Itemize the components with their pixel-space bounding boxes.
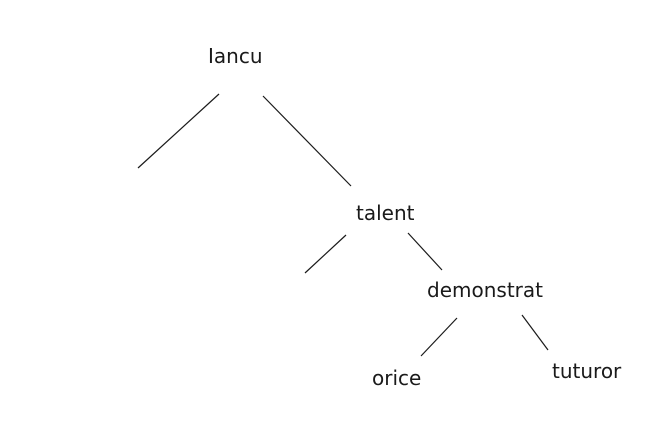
edge-demonstrat-tuturor xyxy=(521,314,549,351)
edge-demonstrat-orice xyxy=(420,317,458,357)
edge-root-left-empty xyxy=(137,93,220,169)
node-iancu: Iancu xyxy=(208,44,263,68)
node-demonstrat: demonstrat xyxy=(427,278,543,302)
edge-talent-left-empty xyxy=(304,234,347,274)
edge-talent-demonstrat xyxy=(407,232,443,271)
edge-root-talent xyxy=(262,95,352,187)
node-orice: orice xyxy=(372,366,422,390)
node-talent: talent xyxy=(356,201,415,225)
node-tuturor: tuturor xyxy=(552,359,622,383)
